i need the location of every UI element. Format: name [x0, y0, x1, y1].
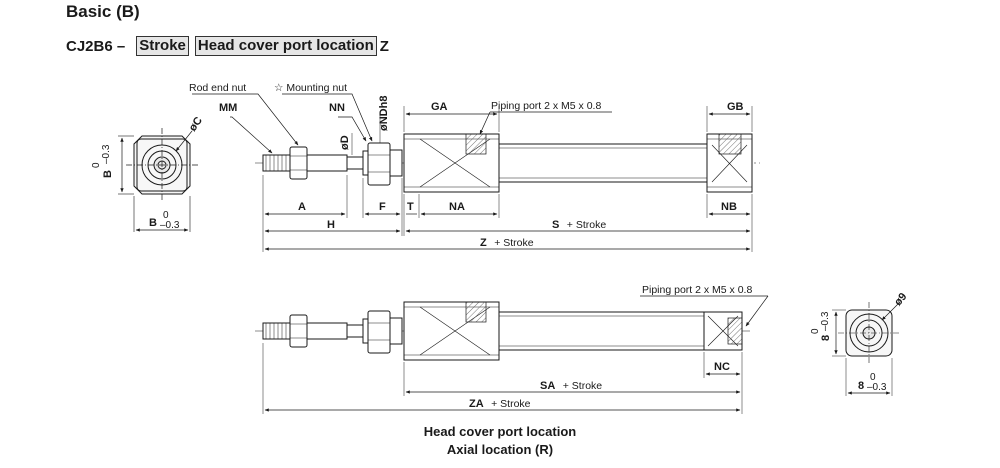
top-view-dimensions [192, 93, 753, 252]
dim-8-vertical-tol-lower: –0.3 [820, 311, 831, 331]
dim-a-label: A [298, 201, 306, 213]
piping-port-label-top: Piping port 2 x M5 x 0.8 [491, 100, 601, 112]
model-prefix: CJ2B6 – [66, 37, 126, 55]
dim-b-vertical-label: B [102, 170, 114, 178]
dim-s-plus-stroke: + Stroke [567, 219, 607, 231]
dim-z-plus-stroke: + Stroke [494, 237, 534, 249]
dim-nn-label: NN [329, 102, 345, 114]
dim-ndh8-label: øNDh8 [378, 96, 390, 131]
caption-axial-location: Axial location (R) [446, 442, 554, 457]
dim-z-stroke: Z + Stroke [480, 233, 534, 250]
dim-8-vertical-tol-upper: 0 [810, 328, 821, 334]
stroke-box: Stroke [136, 36, 189, 56]
dim-c-label: øC [187, 115, 205, 134]
dim-mm-label: MM [219, 102, 237, 114]
dim-d-label: øD [339, 135, 351, 150]
dim-8-horizontal-tol-lower: –0.3 [867, 382, 887, 393]
bottom-view-dimensions [262, 295, 769, 414]
dim-ga-label: GA [431, 101, 448, 113]
model-suffix: Z [379, 37, 389, 55]
dim-f-label: F [379, 201, 386, 213]
dim-phi9-label: ø9 [892, 291, 909, 309]
dim-8-horizontal-label: 8 [858, 380, 864, 392]
rod-end-nut-label: Rod end nut [189, 82, 246, 94]
dim-t-label: T [407, 201, 414, 213]
mounting-nut-label: ☆ Mounting nut [274, 82, 347, 94]
dim-b-horizontal-tol-lower: –0.3 [160, 220, 180, 231]
dim-za-stroke: ZA + Stroke [469, 394, 531, 411]
dim-na-label: NA [449, 201, 465, 213]
dim-b-vertical-tol-lower: –0.3 [101, 144, 112, 164]
dim-b-horizontal-label: B [149, 217, 157, 229]
dim-za-label: ZA [469, 398, 484, 410]
end-view-right [832, 301, 901, 396]
dim-za-plus-stroke: + Stroke [491, 398, 531, 410]
dim-nc-label: NC [714, 361, 730, 373]
end-view-left [118, 128, 198, 232]
piping-port-label-bottom: Piping port 2 x M5 x 0.8 [642, 284, 752, 296]
dim-s-label: S [552, 219, 559, 231]
dim-z-label: Z [480, 237, 487, 249]
port-location-box: Head cover port location [194, 36, 377, 56]
caption-port-location: Head cover port location [423, 424, 577, 439]
section-title: Basic (B) [66, 2, 140, 21]
model-code-row: CJ2B6 – Stroke Head cover port location … [66, 36, 389, 56]
cylinder-bottom-view [255, 301, 750, 361]
dim-s-stroke: S + Stroke [552, 215, 606, 232]
dim-b-horizontal-tol-upper: 0 [163, 210, 169, 221]
dim-h-label: H [327, 219, 335, 231]
dim-sa-label: SA [540, 380, 555, 392]
dim-sa-stroke: SA + Stroke [540, 376, 602, 393]
dim-sa-plus-stroke: + Stroke [563, 380, 603, 392]
dim-8-vertical-label: 8 [820, 335, 832, 341]
cylinder-top-view [255, 133, 760, 193]
dim-b-vertical-tol-upper: 0 [91, 162, 102, 168]
dim-gb-label: GB [727, 101, 744, 113]
dim-nb-label: NB [721, 201, 737, 213]
dim-8-horizontal-tol-upper: 0 [870, 372, 876, 383]
